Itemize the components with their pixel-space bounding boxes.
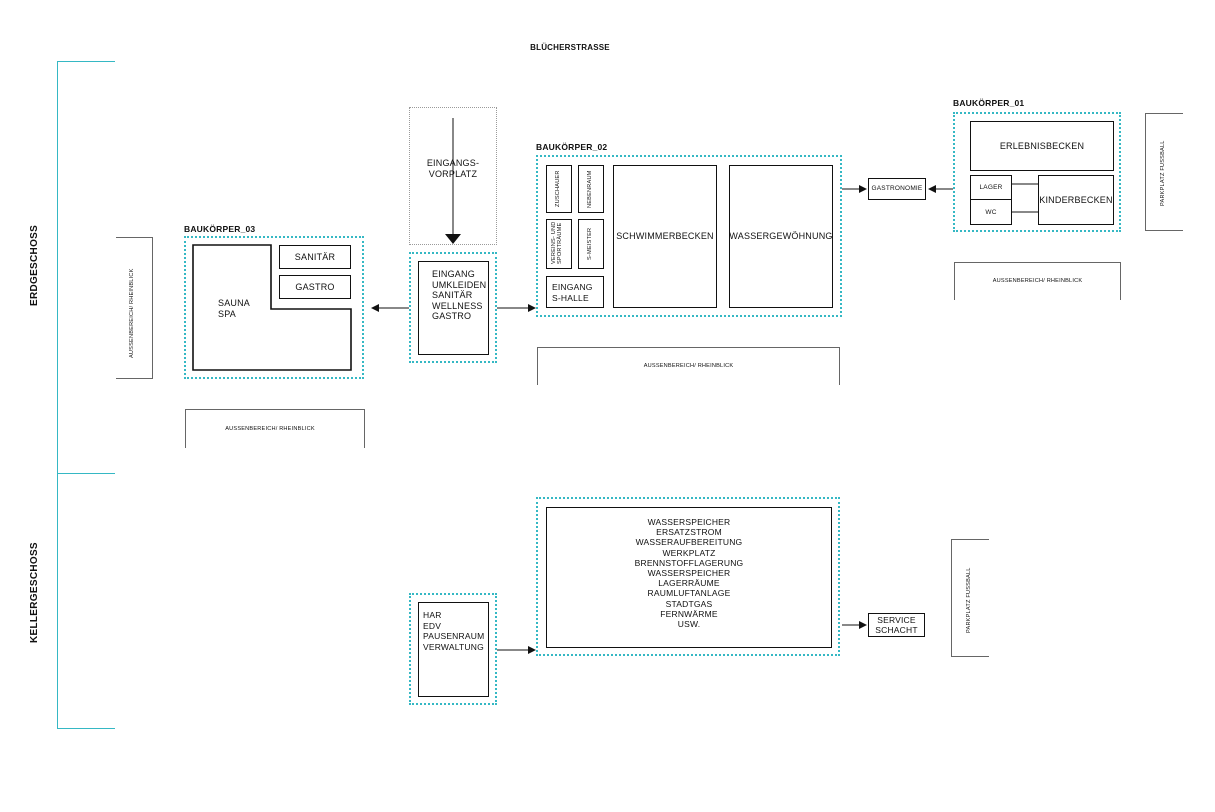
parking-bottom-area <box>951 539 989 657</box>
outdoor-bottom-center-label: AUSSENBEREICH/ RHEINBLICK <box>643 363 734 369</box>
technik-line-9: STADTGAS <box>665 598 713 609</box>
gastronomie-room: GASTRONOMIE <box>868 178 926 200</box>
technik-line-5: BRENNSTOFFLAGERUNG <box>634 557 744 568</box>
forecourt-line-1: EINGANGS- <box>426 158 480 168</box>
schwimmerbecken-label: SCHWIMMERBECKEN <box>616 231 714 242</box>
entry-line-5: GASTRO <box>432 311 472 321</box>
forecourt-arrow <box>445 234 461 244</box>
kinderbecken-room: KINDERBECKEN <box>1038 175 1114 225</box>
eingang-shalle-label: EINGANG S-HALLE <box>552 282 593 303</box>
forecourt-label: EINGANGS- VORPLATZ <box>409 158 497 179</box>
technik-line-7: LAGERRÄUME <box>658 578 720 589</box>
har-block <box>418 602 489 697</box>
har-line-1: HAR <box>423 610 442 620</box>
smeister-room <box>578 219 604 269</box>
smeister-label: S-MEISTER <box>587 227 593 260</box>
vereins-room <box>546 219 572 269</box>
har-line-4: VERWALTUNG <box>423 641 484 652</box>
eingang-line-1: EINGANG <box>552 282 593 292</box>
bk01-title: BAUKÖRPER_01 <box>953 98 1025 108</box>
vereins-label: VEREINS- UND SPORTRÄUME <box>551 222 563 265</box>
entry-line-3: SANITÄR <box>432 290 473 300</box>
bk03-frame <box>184 236 364 379</box>
lager-wc-room <box>970 175 1012 225</box>
bk02-frame <box>536 155 842 317</box>
entry-line-1: EINGANG <box>432 269 475 279</box>
technik-line-4: WERKPLATZ <box>662 547 716 558</box>
bk01-frame <box>953 112 1121 232</box>
technik-line-3: WASSERAUFBEREITUNG <box>635 537 743 548</box>
entry-line-4: WELLNESS <box>432 300 483 311</box>
zuschauer-label: ZUSCHAUER <box>555 170 561 207</box>
entry-frame <box>409 252 497 363</box>
sauna-line-2: SPA <box>218 308 236 319</box>
lager-label: LAGER <box>979 184 1003 191</box>
har-line-3: PAUSENRAUM <box>423 631 485 641</box>
sauna-label: SAUNA SPA <box>218 298 250 319</box>
technik-frame <box>536 497 840 656</box>
sanitaer-label: SANITÄR <box>294 251 336 262</box>
parking-bottom-label: PARKPLATZ FUSSBALL <box>966 567 972 633</box>
parking-top-area <box>1145 113 1183 231</box>
erlebnisbecken-label: ERLEBNISBECKEN <box>999 140 1085 151</box>
bracket-tick-mid <box>57 473 115 474</box>
technik-line-2: ERSATZSTROM <box>656 527 722 538</box>
entry-block-label: EINGANG UMKLEIDEN SANITÄR WELLNESS GASTR… <box>432 269 486 322</box>
level-ground-label: ERDGESCHOSS <box>29 224 40 306</box>
service-schacht-room <box>868 613 925 637</box>
wassergewoehnung-label: WASSERGEWÖHNUNG <box>729 231 833 242</box>
wassergewoehnung-room: WASSERGEWÖHNUNG <box>729 165 833 308</box>
outdoor-left-area <box>116 237 153 379</box>
service-line-1: SERVICE <box>877 615 916 625</box>
outdoor-right-area <box>954 262 1121 300</box>
parking-top-label: PARKPLATZ FUSSBALL <box>1160 140 1166 206</box>
technik-line-10: FERNWÄRME <box>660 608 718 619</box>
level-bracket <box>57 61 58 728</box>
gastro-room: GASTRO <box>279 275 351 299</box>
service-line-2: SCHACHT <box>875 625 918 635</box>
technik-line-6: WASSERSPEICHER <box>647 568 731 579</box>
har-frame <box>409 593 497 705</box>
lager-wc-divider <box>970 199 1012 200</box>
nebenraum-label: NEBENRAUM <box>587 170 593 208</box>
zuschauer-room <box>546 165 572 213</box>
sauna-line-1: SAUNA <box>218 298 251 308</box>
technik-label: WASSERSPEICHER ERSATZSTROM WASSERAUFBERE… <box>546 517 832 629</box>
technik-line-8: RAUMLUFTANLAGE <box>647 588 731 599</box>
entry-line-2: UMKLEIDEN <box>432 279 487 290</box>
entry-block <box>418 261 489 355</box>
bracket-tick-top <box>57 61 115 62</box>
bracket-tick-bottom <box>57 728 115 729</box>
erlebnisbecken-room: ERLEBNISBECKEN <box>970 121 1114 171</box>
bk02-title: BAUKÖRPER_02 <box>536 142 608 152</box>
technik-line-11: USW. <box>677 619 701 630</box>
outdoor-left-label: AUSSENBEREICH/ RHEINBLICK <box>129 268 135 358</box>
bk03-title: BAUKÖRPER_03 <box>184 224 256 234</box>
technik-line-1: WASSERSPEICHER <box>647 517 731 527</box>
schwimmerbecken-room: SCHWIMMERBECKEN <box>613 165 717 308</box>
gastro-label: GASTRO <box>295 281 335 292</box>
har-line-2: EDV <box>423 620 442 631</box>
outdoor-right-label: AUSSENBEREICH/ RHEINBLICK <box>992 278 1083 284</box>
sanitaer-room: SANITÄR <box>279 245 351 269</box>
eingang-line-2: S-HALLE <box>552 292 589 303</box>
vereins-line-2: SPORTRÄUME <box>557 222 563 264</box>
forecourt-line-2: VORPLATZ <box>428 168 478 179</box>
outdoor-bottom-left-area <box>185 409 365 448</box>
outdoor-bottom-left-label: AUSSENBEREICH/ RHEINBLICK <box>225 426 315 432</box>
outdoor-bottom-center-area <box>537 347 840 385</box>
wc-label: WC <box>985 209 997 216</box>
street-label: BLÜCHERSTRAßE <box>530 43 610 52</box>
gastronomie-label: GASTRONOMIE <box>871 185 923 193</box>
entrance-forecourt <box>409 107 497 245</box>
technik-block <box>546 507 832 648</box>
level-basement-label: KELLERGESCHOSS <box>29 542 40 643</box>
service-schacht-label: SERVICE SCHACHT <box>868 615 925 635</box>
kinderbecken-label: KINDERBECKEN <box>1039 194 1113 205</box>
eingang-shalle-room <box>546 276 604 308</box>
har-block-label: HAR EDV PAUSENRAUM VERWALTUNG <box>423 610 484 652</box>
nebenraum-room <box>578 165 604 213</box>
